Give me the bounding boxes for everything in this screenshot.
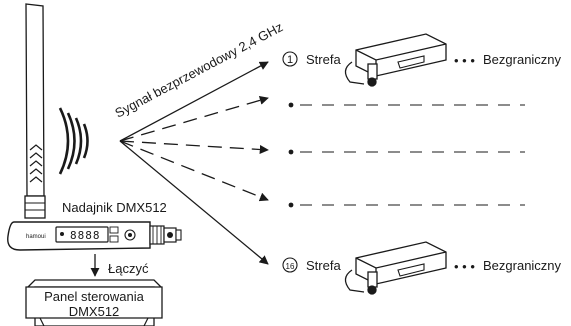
zone-1-tail: Bezgraniczny — [483, 52, 562, 67]
receiver-icon — [344, 33, 447, 87]
transmitter-brand-text: hamoui — [26, 234, 46, 240]
control-panel-box — [25, 279, 163, 326]
intermediate-zone-row — [288, 149, 525, 155]
zone-16-tail: Bezgraniczny — [483, 258, 562, 273]
panel-label-line1: Panel sterowania — [44, 289, 144, 304]
intermediate-zone-row — [288, 102, 525, 108]
transmitter-button-up — [109, 226, 119, 234]
antenna-icon — [24, 3, 46, 219]
zone-16-badge: 16 — [282, 257, 298, 273]
transmitter-display — [55, 226, 109, 243]
zone-1-dots: • • • — [454, 53, 475, 68]
transmitter-button-down — [109, 235, 119, 243]
panel-label-line2: DMX512 — [69, 304, 120, 319]
signal-arrow-zone-16 — [119, 140, 269, 265]
svg-text:1: 1 — [287, 54, 293, 66]
receiver-icon — [344, 241, 447, 295]
zone-16-dots: • • • — [454, 259, 475, 274]
signal-arrow-zone-4 — [119, 140, 269, 202]
transmitter-label: Nadajnik DMX512 — [62, 200, 167, 215]
wireless-waves-icon — [58, 107, 89, 175]
signal-arrow-zone-1 — [119, 61, 269, 142]
intermediate-zone-row — [288, 202, 525, 208]
zone-16-label: Strefa — [306, 258, 341, 273]
signal-label: Sygnał bezprzewodowy 2,4 GHz — [112, 19, 285, 120]
zone-1-badge: 1 — [282, 51, 298, 67]
xlr-connector-icon — [149, 225, 182, 245]
transmitter-display-text: 8888 — [70, 229, 101, 242]
signal-arrow-zone-2 — [119, 95, 269, 142]
zone-1-label: Strefa — [306, 52, 341, 67]
signal-arrow-zone-3 — [119, 140, 269, 155]
transmitter-device: hamoui 8888 — [7, 221, 151, 251]
svg-text:16: 16 — [286, 262, 295, 271]
connect-label: Łączyć — [108, 261, 149, 276]
